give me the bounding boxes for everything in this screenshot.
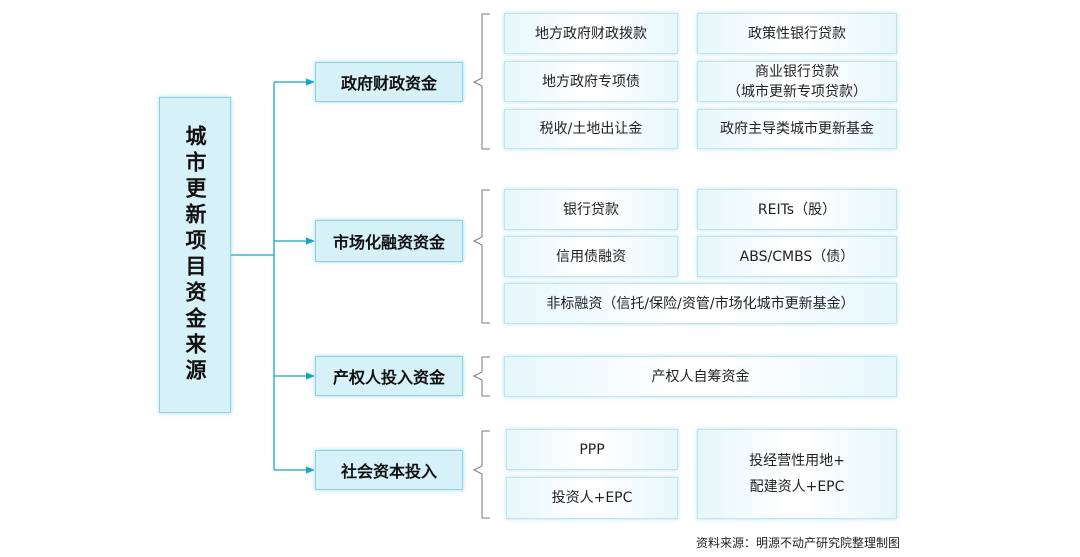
- item-investor-epc: 投资人+EPC: [506, 477, 678, 519]
- category-title: 政府财政资金: [340, 74, 437, 93]
- item-credit-bond: 信用债融资: [504, 236, 678, 277]
- category-title: 市场化融资资金: [332, 233, 445, 252]
- item-policy-bank-loan: 政策性银行贷款: [697, 13, 897, 54]
- category-government-funds: 政府财政资金: [315, 62, 463, 102]
- item-owner-self-funding: 产权人自筹资金: [504, 356, 897, 397]
- item-ppp: PPP: [506, 429, 678, 470]
- source-note: 资料来源：明源不动产研究院整理制图: [695, 536, 900, 550]
- bracket-market: [472, 189, 490, 324]
- category-owner-funds: 产权人投入资金: [315, 356, 463, 396]
- item-reits: REITs（股）: [697, 189, 897, 230]
- item-abs-cmbs: ABS/CMBS（债）: [697, 236, 897, 277]
- item-bank-loan: 银行贷款: [504, 189, 678, 230]
- item-operating-land-epc: 投经营性用地+ 配建资人+EPC: [697, 429, 897, 519]
- bracket-owner: [472, 356, 490, 397]
- root-node: 城市更新项目资金来源: [159, 97, 231, 413]
- category-title: 产权人投入资金: [332, 368, 445, 387]
- bracket-government: [472, 13, 490, 150]
- category-market-financing: 市场化融资资金: [315, 220, 463, 262]
- item-commercial-bank-loan: 商业银行贷款 （城市更新专项贷款）: [697, 61, 897, 102]
- root-title: 城市更新项目资金来源: [183, 125, 207, 385]
- item-non-standard-financing: 非标融资（信托/保险/资管/市场化城市更新基金）: [504, 283, 897, 324]
- category-social-capital: 社会资本投入: [315, 450, 463, 490]
- item-special-bond: 地方政府专项债: [504, 61, 678, 102]
- item-government-fund: 政府主导类城市更新基金: [697, 109, 897, 149]
- category-title: 社会资本投入: [340, 462, 437, 481]
- item-tax-land-sale: 税收/土地出让金: [504, 109, 678, 149]
- item-local-fiscal-allocation: 地方政府财政拨款: [504, 13, 678, 54]
- bracket-social: [472, 430, 490, 519]
